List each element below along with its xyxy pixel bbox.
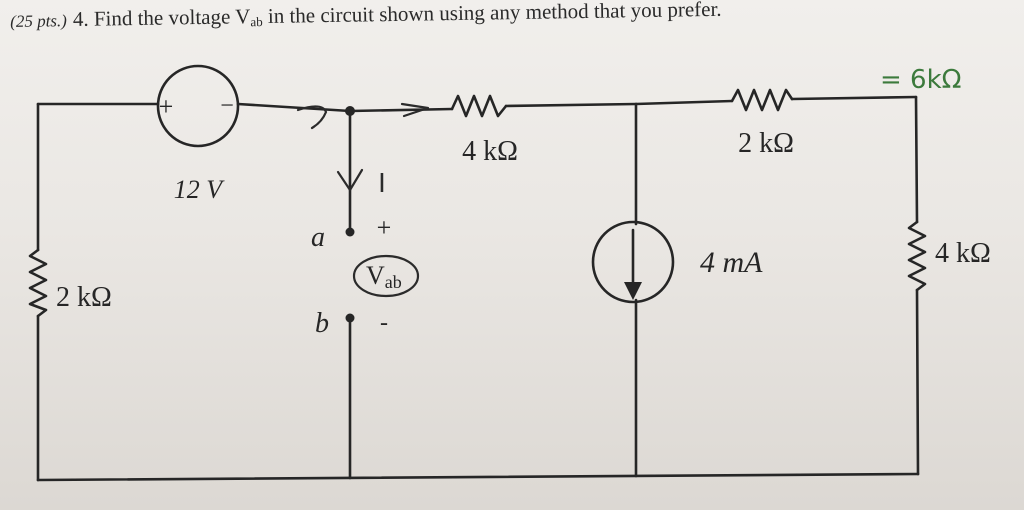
- resistor-top-right-symbol: [730, 88, 794, 112]
- vab-main: V: [366, 261, 385, 290]
- voltage-minus-sign: −: [220, 93, 234, 119]
- terminal-minus-sign: -: [380, 310, 388, 336]
- current-source-label: 4 mA: [700, 246, 763, 279]
- wire-4k-to-mid: [504, 102, 638, 108]
- wire-mid-to-2k: [634, 99, 734, 106]
- wire-right-vertical-bottom: [915, 288, 920, 476]
- circuit-wires: [36, 95, 920, 482]
- current-label: I: [378, 169, 386, 199]
- voltage-source-label: 12 V: [174, 175, 226, 204]
- terminal-b-label: b: [315, 308, 329, 339]
- current-down-arrow-icon: [336, 168, 364, 192]
- terminal-a-label: a: [311, 222, 325, 253]
- resistor-left-label: 2 kΩ: [56, 282, 112, 313]
- wire-bottom: [36, 472, 920, 482]
- resistor-right-symbol: [907, 220, 927, 292]
- resistor-left-symbol: [28, 248, 48, 318]
- wire-source-to-node: [236, 102, 352, 113]
- current-arrow-icon: [624, 282, 642, 300]
- resistor-right-label: 4 kΩ: [935, 238, 991, 269]
- vab-circle: [352, 254, 420, 298]
- vab-label: Vab: [366, 261, 402, 292]
- handwritten-annotations: I Vab = 6kΩ: [296, 65, 962, 298]
- wire-node-to-4k: [348, 107, 454, 113]
- voltage-plus-sign: +: [159, 92, 174, 121]
- resistor-top-mid-label: 4 kΩ: [462, 136, 518, 167]
- wire-2k-to-right: [790, 95, 918, 101]
- wire-right-vertical-top: [914, 95, 919, 224]
- direction-arrow-icon: [400, 102, 430, 118]
- resistor-top-right-label: 2 kΩ: [738, 128, 794, 159]
- vab-sub: ab: [385, 272, 402, 292]
- junction-node: [345, 106, 355, 116]
- terminal-b-dot: [345, 313, 355, 323]
- equivalent-resistance-note: = 6kΩ: [880, 65, 962, 95]
- resistor-top-mid-symbol: [450, 94, 508, 118]
- terminal-plus-sign: +: [377, 213, 392, 242]
- current-curve-mark: [296, 105, 328, 130]
- voltage-source: + −: [156, 64, 240, 148]
- current-source: [591, 220, 675, 304]
- terminal-a-dot: [345, 227, 355, 237]
